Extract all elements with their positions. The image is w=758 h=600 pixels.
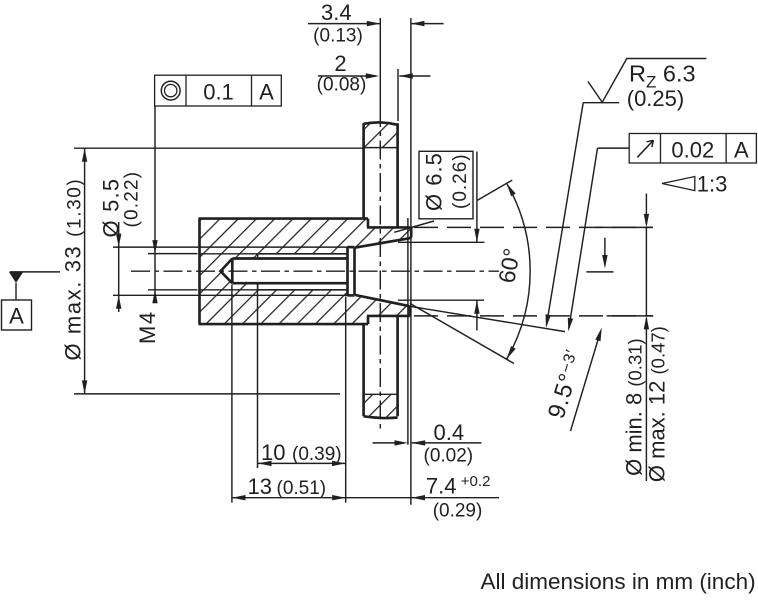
- svg-text:M4: M4: [135, 310, 160, 344]
- svg-text:0.4: 0.4: [434, 420, 465, 445]
- svg-text:7.4: 7.4: [426, 474, 457, 499]
- svg-text:(0.02): (0.02): [424, 446, 474, 467]
- svg-text:(0.51): (0.51): [277, 478, 327, 499]
- svg-text:Ø 5.5: Ø 5.5: [99, 178, 124, 238]
- svg-text:Ø max. 33 (1.30): Ø max. 33 (1.30): [61, 178, 86, 361]
- svg-text:13: 13: [248, 474, 272, 499]
- svg-text:0.02: 0.02: [671, 138, 714, 163]
- svg-text:1:3: 1:3: [697, 172, 728, 197]
- svg-text:10: 10: [261, 440, 285, 465]
- svg-text:(0.26): (0.26): [450, 153, 471, 209]
- svg-text:Ø 6.5: Ø 6.5: [422, 152, 447, 211]
- svg-text:3.4: 3.4: [321, 0, 352, 25]
- svg-text:2: 2: [334, 51, 346, 76]
- svg-text:A: A: [734, 138, 749, 163]
- svg-text:RZ 6.3: RZ 6.3: [629, 61, 696, 92]
- svg-text:Ø max. 12 (0.47): Ø max. 12 (0.47): [645, 326, 670, 482]
- svg-text:All dimensions in mm (inch): All dimensions in mm (inch): [481, 569, 756, 594]
- svg-text:0.1: 0.1: [203, 79, 234, 104]
- svg-text:(0.22): (0.22): [122, 171, 143, 228]
- svg-text:A: A: [259, 79, 274, 104]
- svg-text:A: A: [9, 304, 24, 329]
- svg-text:(0.13): (0.13): [313, 26, 363, 47]
- svg-text:(0.39): (0.39): [292, 444, 342, 465]
- svg-text:60°: 60°: [493, 246, 525, 285]
- svg-text:(0.25): (0.25): [627, 86, 684, 111]
- svg-text:+0.2: +0.2: [461, 473, 491, 490]
- svg-text:Ø min. 8 (0.31): Ø min. 8 (0.31): [622, 338, 647, 476]
- svg-text:(0.29): (0.29): [433, 500, 483, 521]
- svg-text:(0.08): (0.08): [317, 75, 367, 96]
